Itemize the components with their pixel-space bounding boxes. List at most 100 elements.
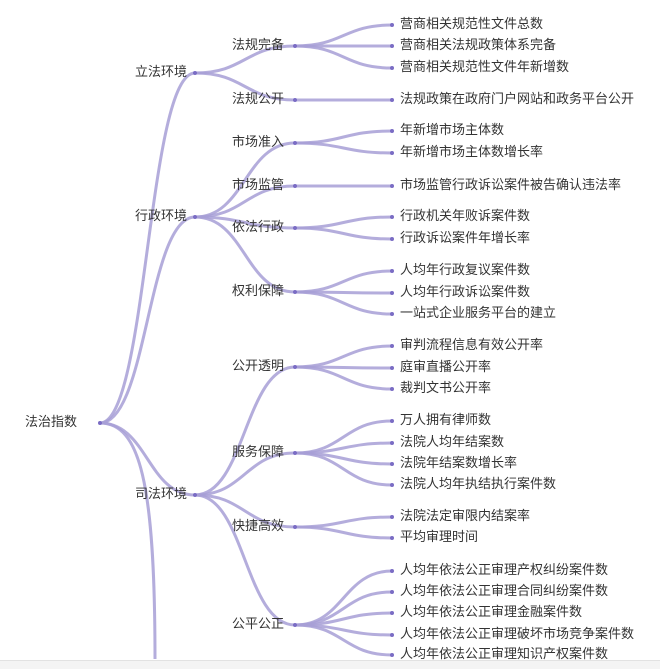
l2-node-dot[interactable] [293, 184, 297, 188]
l2-node-dot[interactable] [293, 226, 297, 230]
link-l2-to-leaf [294, 23, 393, 48]
link-l2-to-leaf [294, 129, 393, 145]
leaf-node-dot[interactable] [390, 237, 394, 241]
leaf-node-label[interactable]: 法院法定审限内结案率 [400, 509, 531, 524]
l1-node-label[interactable]: 司法环境 [135, 487, 188, 502]
leaf-node-dot[interactable] [390, 653, 394, 657]
l2-node-label[interactable]: 服务保障 [232, 445, 285, 460]
link-l2-to-leaf [294, 365, 393, 391]
leaf-node-label[interactable]: 一站式企业服务平台的建立 [400, 306, 557, 321]
link-l1-to-l2 [194, 141, 296, 219]
l1-node-label[interactable]: 行政环境 [135, 209, 188, 224]
link-root-to-l1 [99, 71, 196, 425]
leaf-node-dot[interactable] [390, 44, 394, 48]
link-l1-to-l2 [194, 215, 296, 294]
leaf-node-label[interactable]: 法规政策在政府门户网站和政务平台公开 [400, 92, 635, 107]
leaf-node-dot[interactable] [390, 23, 394, 27]
leaf-node-dot[interactable] [390, 312, 394, 316]
l2-node-dot[interactable] [293, 623, 297, 627]
link-l2-to-leaf [294, 441, 393, 455]
link-root-to-l1 [99, 215, 196, 425]
leaf-node-label[interactable]: 人均年依法公正审理金融案件数 [400, 605, 583, 620]
l2-node-label[interactable]: 公平公正 [232, 617, 285, 632]
leaf-node-label[interactable]: 人均年依法公正审理知识产权案件数 [400, 647, 609, 662]
leaf-node-label[interactable]: 人均年依法公正审理破坏市场竞争案件数 [400, 627, 635, 642]
leaf-node-dot[interactable] [390, 129, 394, 133]
leaf-node-dot[interactable] [390, 611, 394, 615]
leaf-node-dot[interactable] [390, 151, 394, 155]
leaf-node-dot[interactable] [390, 66, 394, 70]
l2-node-label[interactable]: 公开透明 [232, 359, 285, 374]
l2-node-label[interactable]: 权利保障 [232, 284, 285, 299]
root-node-label[interactable]: 法治指数 [25, 415, 78, 430]
link-l2-to-leaf [294, 611, 393, 627]
leaf-node-label[interactable]: 法院年结案数增长率 [400, 456, 518, 471]
link-l1-to-l2 [194, 184, 296, 219]
leaf-node-label[interactable]: 市场监管行政诉讼案件被告确认违法率 [400, 178, 622, 193]
leaf-node-label[interactable]: 人均年行政诉讼案件数 [400, 285, 531, 300]
link-l2-to-leaf [294, 290, 393, 316]
leaf-node-dot[interactable] [390, 483, 394, 487]
leaf-node-label[interactable]: 营商相关规范性文件年新增数 [400, 60, 570, 75]
leaf-node-label[interactable]: 万人拥有律师数 [400, 413, 492, 428]
l2-node-dot[interactable] [293, 98, 297, 102]
l2-node-label[interactable]: 法规完备 [232, 38, 285, 53]
leaf-node-dot[interactable] [390, 184, 394, 188]
l1-node-dot[interactable] [193, 71, 197, 75]
leaf-node-dot[interactable] [390, 515, 394, 519]
link-root-to-l1 [99, 421, 196, 497]
link-l2-to-leaf [294, 141, 393, 155]
l2-node-label[interactable]: 快捷高效 [232, 519, 285, 534]
l2-node-dot[interactable] [293, 141, 297, 145]
leaf-node-label[interactable]: 人均年依法公正审理合同纠纷案件数 [400, 584, 609, 599]
link-l2-to-leaf [294, 226, 393, 241]
l2-node-dot[interactable] [293, 525, 297, 529]
l1-node-dot[interactable] [193, 493, 197, 497]
l2-node-label[interactable]: 市场监管 [232, 178, 285, 193]
leaf-node-dot[interactable] [390, 590, 394, 594]
link-l1-to-l2 [194, 44, 296, 75]
leaf-node-label[interactable]: 庭审直播公开率 [400, 360, 492, 375]
leaf-node-label[interactable]: 人均年行政复议案件数 [400, 263, 531, 278]
leaf-node-label[interactable]: 年新增市场主体数增长率 [400, 145, 544, 160]
leaf-node-label[interactable]: 营商相关规范性文件总数 [400, 17, 544, 32]
leaf-node-dot[interactable] [390, 536, 394, 540]
leaf-node-label[interactable]: 营商相关法规政策体系完备 [400, 38, 557, 53]
root-node-dot[interactable] [98, 421, 102, 425]
leaf-node-dot[interactable] [390, 633, 394, 637]
leaf-node-dot[interactable] [390, 462, 394, 466]
l2-node-label[interactable]: 市场准入 [232, 135, 285, 150]
l2-node-label[interactable]: 依法行政 [232, 220, 285, 235]
l1-node-label[interactable]: 立法环境 [135, 65, 188, 80]
leaf-node-dot[interactable] [390, 98, 394, 102]
leaf-node-dot[interactable] [390, 387, 394, 391]
leaf-node-dot[interactable] [390, 344, 394, 348]
link-l1-to-l2 [194, 215, 296, 230]
leaf-node-label[interactable]: 法院人均年结案数 [400, 435, 505, 450]
leaf-node-dot[interactable] [390, 215, 394, 219]
leaf-node-label[interactable]: 裁判文书公开率 [400, 381, 492, 396]
leaf-node-dot[interactable] [390, 419, 394, 423]
l2-node-label[interactable]: 法规公开 [232, 92, 285, 107]
l2-node-dot[interactable] [293, 451, 297, 455]
l2-node-dot[interactable] [293, 290, 297, 294]
leaf-node-dot[interactable] [390, 366, 394, 370]
link-l1-to-l2 [194, 365, 296, 497]
link-l2-to-leaf [294, 269, 393, 294]
leaf-node-label[interactable]: 行政诉讼案件年增长率 [400, 231, 531, 246]
leaf-node-label[interactable]: 行政机关年败诉案件数 [400, 209, 531, 224]
leaf-node-label[interactable]: 法院人均年执结执行案件数 [400, 477, 557, 492]
leaf-node-dot[interactable] [390, 441, 394, 445]
leaf-node-label[interactable]: 审判流程信息有效公开率 [400, 338, 544, 353]
leaf-node-dot[interactable] [390, 269, 394, 273]
l2-node-dot[interactable] [293, 44, 297, 48]
l1-node-dot[interactable] [193, 215, 197, 219]
leaf-node-label[interactable]: 年新增市场主体数 [400, 123, 505, 138]
l2-node-dot[interactable] [293, 365, 297, 369]
leaf-node-label[interactable]: 人均年依法公正审理产权纠纷案件数 [400, 563, 609, 578]
leaf-node-label[interactable]: 平均审理时间 [400, 530, 479, 545]
link-l1-to-l2 [194, 451, 296, 497]
leaf-node-dot[interactable] [390, 569, 394, 573]
leaf-node-dot[interactable] [390, 291, 394, 295]
